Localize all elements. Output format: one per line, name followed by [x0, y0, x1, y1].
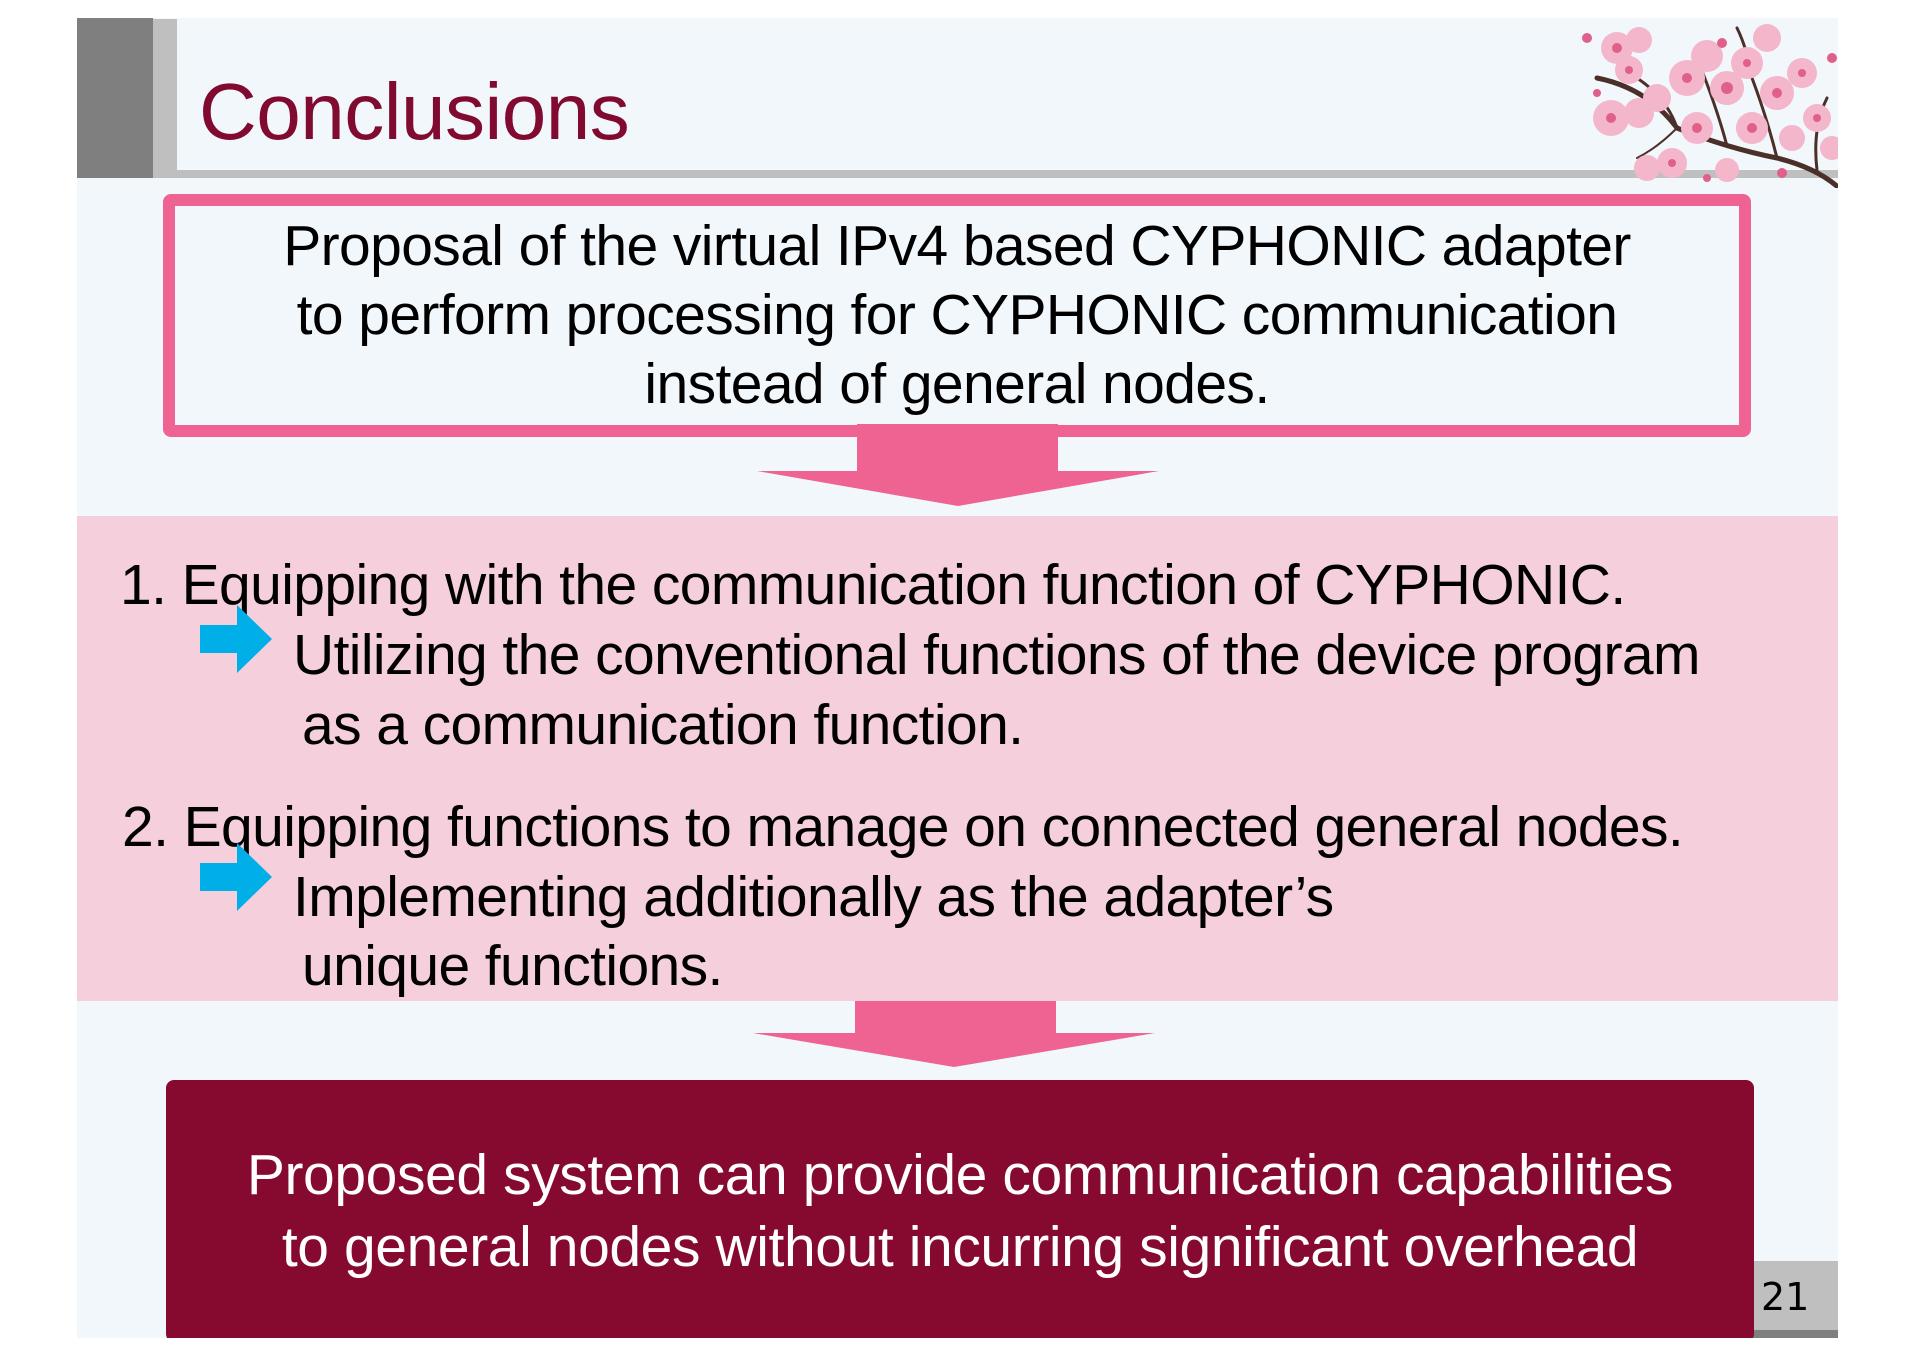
header-accent-dark-bar	[77, 18, 153, 178]
proposal-line: Proposal of the virtual IPv4 based CYPHO…	[283, 214, 1631, 278]
proposal-line: instead of general nodes.	[644, 352, 1270, 416]
proposal-line: to perform processing for CYPHONIC commu…	[296, 283, 1618, 347]
item-2-result-line: unique functions.	[302, 934, 723, 998]
functions-panel: 1. Equipping with the communication func…	[77, 516, 1838, 1001]
item-1-result-line: as a communication function.	[302, 693, 1024, 757]
result-line: Proposed system can provide communicatio…	[246, 1143, 1674, 1207]
right-arrow-icon	[200, 605, 272, 673]
result-line: to general nodes without incurring signi…	[281, 1215, 1639, 1279]
right-arrow-icon	[200, 843, 272, 911]
item-2-result-line: Implementing additionally as the adapter…	[293, 865, 1334, 929]
item-1-result-line: Utilizing the conventional functions of …	[293, 623, 1700, 687]
result-box: Proposed system can provide communicatio…	[166, 1080, 1754, 1338]
slide-title: Conclusions	[199, 67, 630, 156]
proposal-box: Proposal of the virtual IPv4 based CYPHO…	[163, 194, 1751, 437]
slide: Conclusions Prop	[77, 18, 1838, 1338]
down-arrow-icon	[757, 424, 1159, 506]
item-1-heading: 1. Equipping with the communication func…	[120, 553, 1626, 617]
header-underline	[153, 170, 1838, 178]
page-number-strip	[1737, 1330, 1838, 1338]
cherry-blossom-icon	[1582, 24, 1838, 188]
down-arrow-icon	[753, 1001, 1155, 1067]
page-number: 21	[1761, 1275, 1810, 1319]
item-2-heading: 2. Equipping functions to manage on conn…	[122, 795, 1684, 859]
header-accent-light-bar	[153, 19, 177, 178]
